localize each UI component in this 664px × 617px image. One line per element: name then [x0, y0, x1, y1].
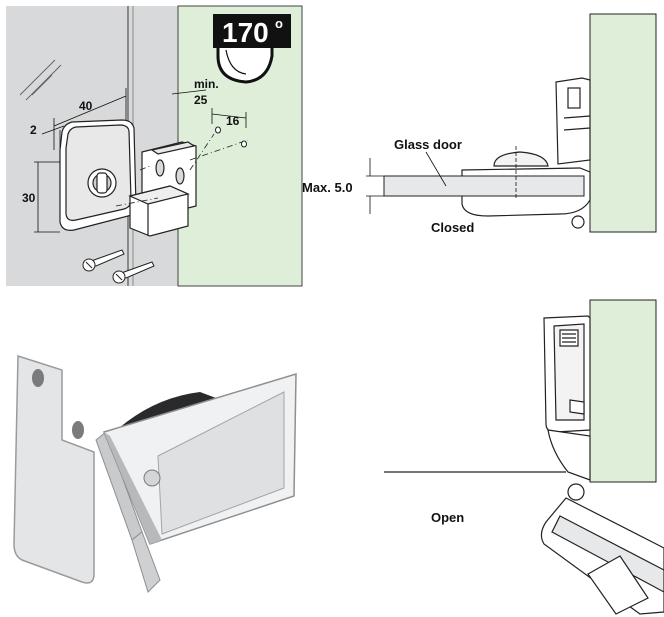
screw-icon	[112, 261, 155, 284]
glass-reflection	[19, 59, 62, 101]
alignment-lines	[115, 133, 249, 207]
open-hinge-mechanism	[543, 315, 591, 501]
closed-section-panel: Glass door Max. 5.0 Closed	[302, 13, 657, 235]
dim-min-value: 25	[194, 93, 208, 107]
dim-height-label: 30	[22, 191, 36, 205]
wall-section	[589, 13, 657, 233]
glass-door-label: Glass door	[394, 137, 462, 152]
screw-icon	[82, 249, 125, 272]
dimension-lines	[34, 88, 247, 233]
closed-state-label: Closed	[431, 220, 474, 235]
glass-door-closed	[383, 175, 585, 197]
angle-badge-icon: 170 o	[213, 14, 291, 84]
badge-degree-text: o	[275, 16, 283, 31]
wall-section	[589, 299, 657, 483]
badge-angle-text: 170	[222, 17, 269, 48]
hinge-product-image	[13, 354, 297, 593]
open-section-panel: Open	[384, 299, 664, 615]
max-thickness-label: Max. 5.0	[302, 180, 353, 195]
mounting-bracket	[128, 141, 197, 237]
hinge-cover-plate	[59, 119, 137, 231]
dim-thickness-label: 2	[30, 123, 37, 137]
dim-width-label: 40	[79, 99, 93, 113]
exploded-assembly-panel: 40 2 30 min. 25 16 170 o	[6, 5, 303, 287]
open-state-label: Open	[431, 510, 464, 525]
closed-dimension-lines	[366, 146, 517, 214]
closed-hinge-mechanism	[461, 77, 591, 229]
wall-hole	[215, 126, 221, 134]
dim-min-label: min.	[194, 77, 219, 91]
wall-hole	[241, 140, 247, 148]
glass-door-open	[540, 497, 664, 615]
dim-hole-spacing-label: 16	[226, 114, 240, 128]
